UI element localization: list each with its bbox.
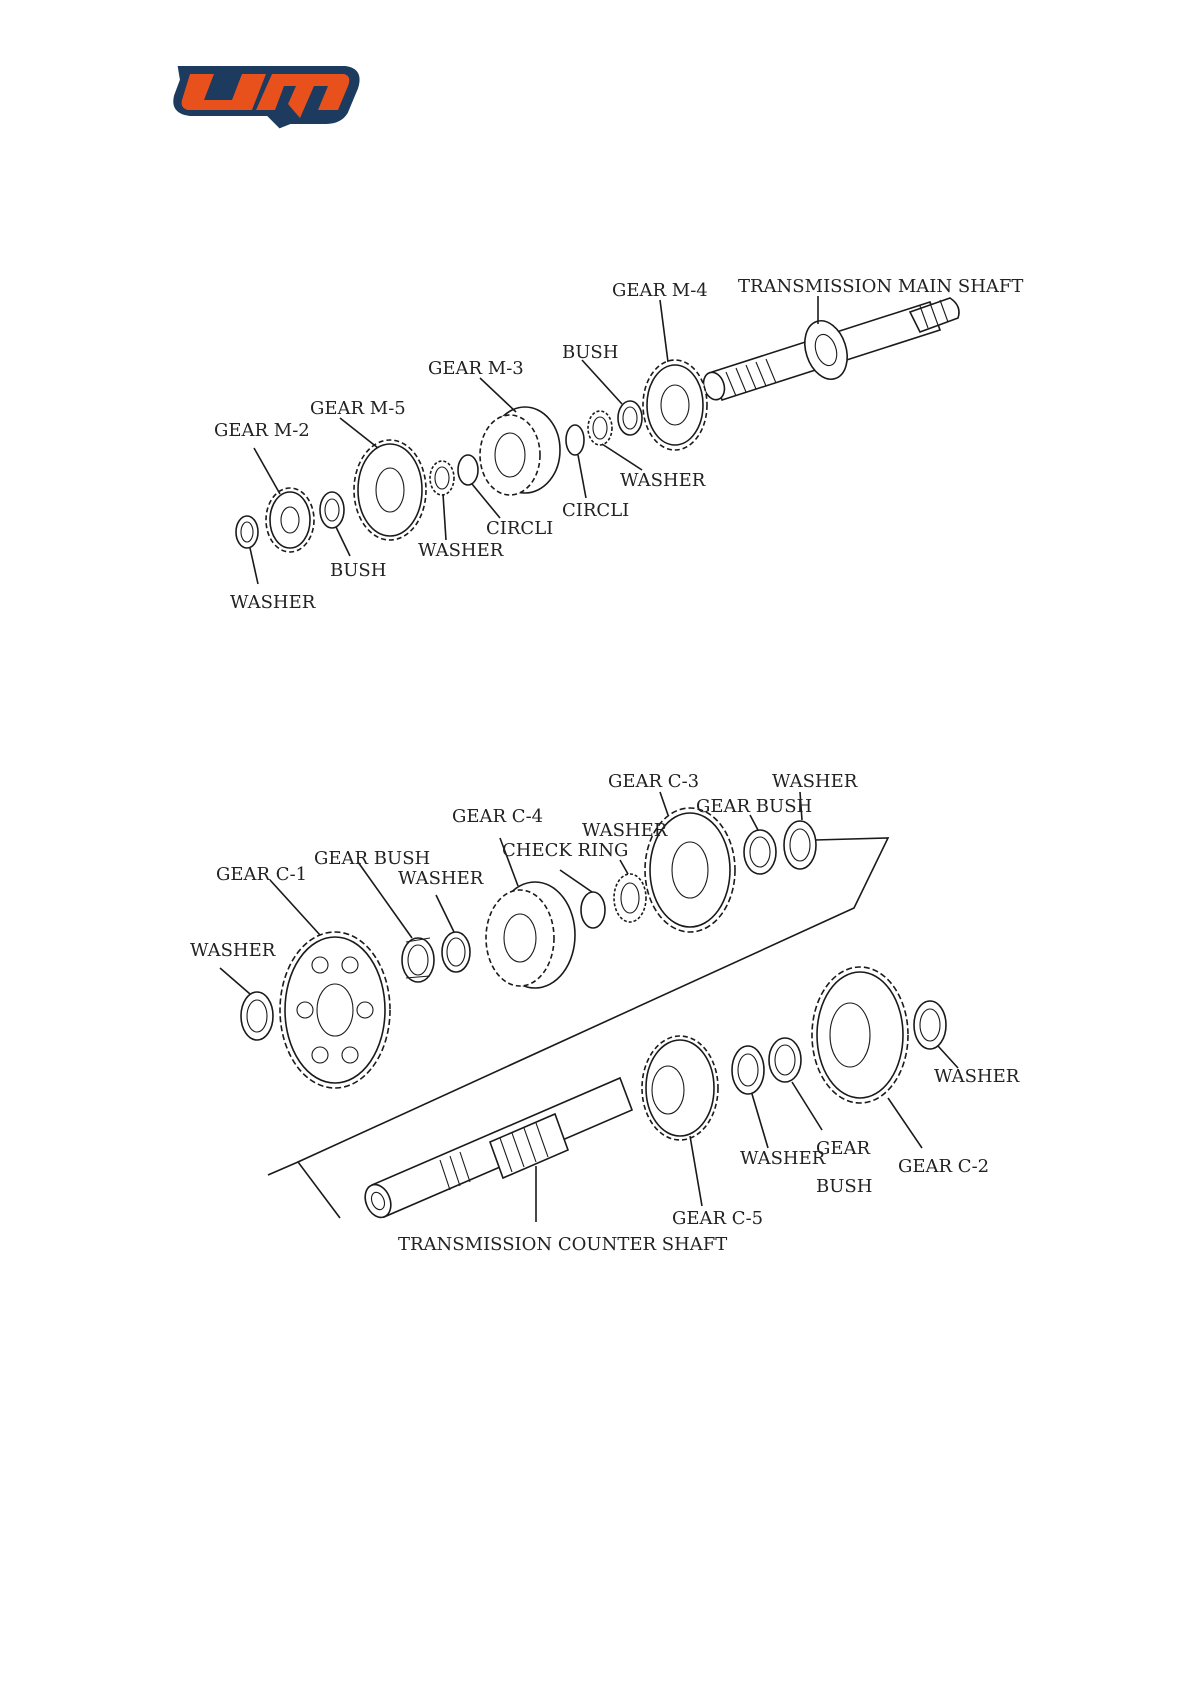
label-check-ring: CHECK RING (502, 840, 628, 861)
label-washer-right: WASHER (620, 470, 706, 491)
label-gear-c1: GEAR C-1 (216, 864, 307, 885)
label-washer-c4: WASHER (582, 820, 668, 841)
label-gear-c5: GEAR C-5 (672, 1208, 763, 1229)
gear-c1 (280, 932, 390, 1088)
washer-left (236, 516, 258, 548)
label-washer-bottom: WASHER (740, 1148, 826, 1169)
label-gear-bush-left: GEAR BUSH (314, 848, 430, 869)
label-gear-c4: GEAR C-4 (452, 806, 543, 827)
gear-bush-left (402, 938, 434, 982)
gear-c2 (812, 967, 908, 1103)
bush-top (618, 401, 642, 435)
label-circli-left: CIRCLI (486, 518, 553, 539)
counter-shaft (361, 1078, 632, 1221)
label-bush-top: BUSH (562, 342, 618, 363)
gear-c5 (642, 1036, 718, 1140)
counter-shaft-assembly: GEAR C-3 WASHER GEAR BUSH GEAR C-4 WASHE… (190, 771, 1020, 1255)
label-gear-m5: GEAR M-5 (310, 398, 406, 419)
gear-m4 (643, 360, 707, 450)
bush-bottom (320, 492, 344, 528)
label-gear-m4: GEAR M-4 (612, 280, 708, 301)
washer-c1 (442, 932, 470, 972)
gear-m2 (266, 488, 314, 552)
gear-c4 (486, 882, 575, 988)
label-gear-bush-top: GEAR BUSH (696, 796, 812, 817)
label-washer-c2: WASHER (934, 1066, 1020, 1087)
label-bush: BUSH (816, 1176, 872, 1197)
main-shaft-assembly: GEAR M-4 TRANSMISSION MAIN SHAFT BUSH GE… (214, 276, 1023, 613)
label-washer-mid: WASHER (418, 540, 504, 561)
label-washer-c1: WASHER (398, 868, 484, 889)
label-bush-bottom: BUSH (330, 560, 386, 581)
label-counter-shaft: TRANSMISSION COUNTER SHAFT (398, 1234, 727, 1255)
washer-right (588, 411, 612, 445)
label-gear: GEAR (816, 1138, 871, 1159)
label-gear-c3: GEAR C-3 (608, 771, 699, 792)
washer-top (784, 821, 816, 869)
label-washer-top: WASHER (772, 771, 858, 792)
label-main-shaft: TRANSMISSION MAIN SHAFT (738, 276, 1023, 297)
brand-logo (175, 68, 357, 126)
circlip-left (458, 455, 478, 485)
washer-mid (430, 461, 454, 495)
gear-bush-top (744, 830, 776, 874)
washer-c2 (914, 1001, 946, 1049)
washer-bottom (732, 1046, 764, 1094)
circlip-right (566, 425, 584, 455)
label-washer-left: WASHER (230, 592, 316, 613)
gear-bush-bottom (769, 1038, 801, 1082)
label-gear-m3: GEAR M-3 (428, 358, 524, 379)
check-ring (581, 892, 605, 928)
washer-c4 (614, 874, 646, 922)
washer-far-left (241, 992, 273, 1040)
gear-m5 (354, 440, 426, 540)
label-circli-right: CIRCLI (562, 500, 629, 521)
main-shaft (700, 298, 959, 402)
label-washer-far-left: WASHER (190, 940, 276, 961)
label-gear-c2: GEAR C-2 (898, 1156, 989, 1177)
label-gear-m2: GEAR M-2 (214, 420, 310, 441)
gear-m3 (480, 407, 560, 495)
